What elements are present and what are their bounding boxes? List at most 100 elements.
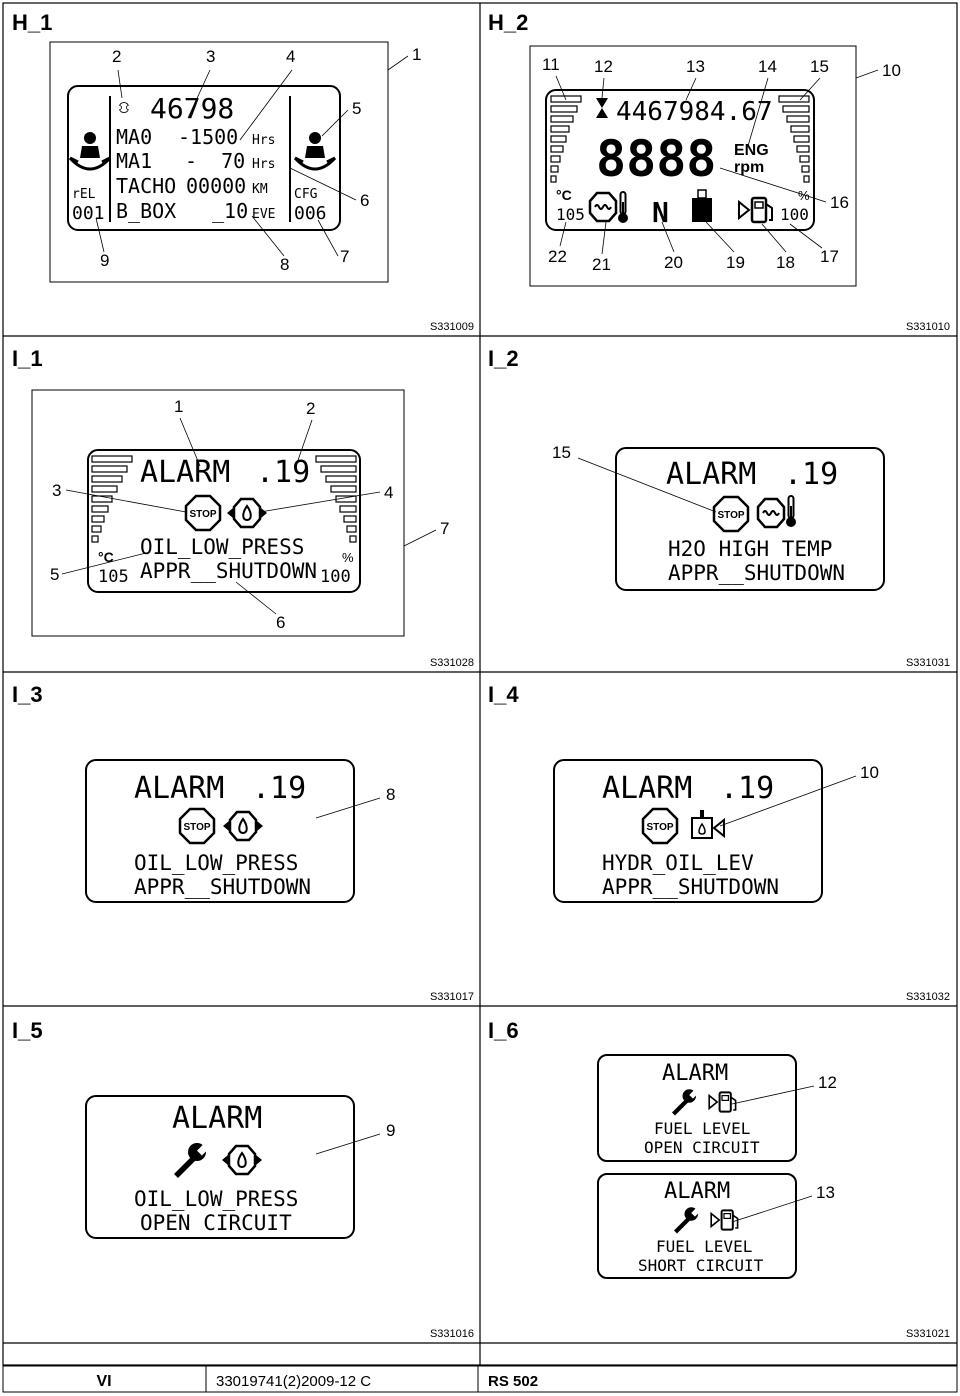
display-text: H2O HIGH TEMP bbox=[668, 537, 832, 561]
bar-scale-right bbox=[315, 455, 357, 543]
display-text: OIL_LOW_PRESS bbox=[134, 851, 298, 875]
lcd-screen bbox=[87, 449, 361, 593]
panel-h2: H_2 4467984.67 8888 ENG rpm °C 105 N % bbox=[488, 10, 950, 333]
display-text: ALARM bbox=[134, 771, 224, 806]
callout-number: 7 bbox=[440, 519, 449, 538]
panel-i5: I_5 ALARM OIL_LOW_PRESS OPEN CIRCUIT 9 S… bbox=[12, 1018, 474, 1340]
lcd-screen bbox=[85, 1095, 355, 1239]
figure-code: S331032 bbox=[906, 991, 950, 1003]
callout-number: 14 bbox=[758, 57, 777, 76]
fuel-tank-icon bbox=[692, 189, 712, 222]
callout-number: 21 bbox=[592, 255, 611, 274]
display-text: 100 bbox=[320, 567, 351, 587]
footer-doc-number: 33019741(2)2009-12 C bbox=[216, 1373, 371, 1390]
panel-i2: I_2 ALARM .19 H2O HIGH TEMP APPR__SHUTDO… bbox=[488, 346, 950, 669]
display-text: ALARM bbox=[172, 1101, 262, 1136]
display-text: SHORT CIRCUIT bbox=[638, 1256, 764, 1275]
display-text: APPR__SHUTDOWN bbox=[140, 559, 317, 583]
display-text: APPR__SHUTDOWN bbox=[668, 561, 845, 585]
panel-tag: I_1 bbox=[12, 346, 43, 371]
callout-number: 5 bbox=[352, 99, 361, 118]
stop-icon bbox=[712, 495, 750, 533]
display-text: ENG bbox=[734, 142, 769, 159]
callout-number: 15 bbox=[552, 443, 571, 462]
callout-number: 9 bbox=[386, 1121, 395, 1140]
panel-i3: I_3 ALARM .19 OIL_LOW_PRESS APPR__SHUTDO… bbox=[12, 682, 474, 1003]
callout-number: 8 bbox=[386, 785, 395, 804]
display-text: TACHO bbox=[116, 174, 176, 198]
display-text: OIL_LOW_PRESS bbox=[140, 535, 304, 559]
display-text: EVE bbox=[252, 207, 275, 222]
display-text: % bbox=[798, 188, 810, 203]
display-text: 4467984.67 bbox=[616, 97, 773, 127]
display-text: OPEN CIRCUIT bbox=[140, 1211, 292, 1235]
display-text: Hrs bbox=[252, 133, 275, 148]
bar-scale-right bbox=[778, 95, 810, 183]
figure-code: S331016 bbox=[430, 1328, 474, 1340]
display-text: 006 bbox=[294, 203, 327, 224]
figure-code: S331021 bbox=[906, 1328, 950, 1340]
stop-icon bbox=[178, 807, 216, 845]
thermometer-icon bbox=[617, 191, 629, 224]
callout-number: 10 bbox=[882, 61, 901, 80]
figure-code: S331010 bbox=[906, 321, 950, 333]
figure-code: S331017 bbox=[430, 991, 474, 1003]
display-text: .19 bbox=[720, 771, 774, 806]
callout-number: 18 bbox=[776, 253, 795, 272]
display-text: ALARM bbox=[664, 1179, 730, 1204]
footer-model: RS 502 bbox=[488, 1373, 538, 1390]
display-text: 8888 bbox=[596, 130, 716, 188]
thermometer-icon bbox=[785, 495, 797, 528]
display-text: .19 bbox=[256, 455, 310, 490]
display-text: °C bbox=[98, 549, 114, 565]
panel-tag: H_1 bbox=[12, 10, 52, 35]
callout-number: 4 bbox=[384, 483, 393, 502]
panel-tag: I_6 bbox=[488, 1018, 519, 1043]
callout-number: 16 bbox=[830, 193, 849, 212]
lcd-screen bbox=[85, 759, 355, 903]
display-text: APPR__SHUTDOWN bbox=[134, 875, 311, 899]
display-text: 001 bbox=[72, 203, 105, 224]
display-text: 00000 bbox=[186, 174, 246, 198]
figure-code: S331031 bbox=[906, 657, 950, 669]
display-text: KM bbox=[252, 182, 268, 197]
callout-number: 17 bbox=[820, 247, 839, 266]
lcd-screen bbox=[597, 1173, 797, 1279]
callout-number: 4 bbox=[286, 47, 295, 66]
callout-number: 20 bbox=[664, 253, 683, 272]
callout-number: 6 bbox=[360, 191, 369, 210]
display-text: % bbox=[342, 550, 354, 565]
panel-tag: I_4 bbox=[488, 682, 519, 707]
water-temp-icon bbox=[588, 191, 618, 223]
panel-tag: I_2 bbox=[488, 346, 519, 371]
panel-tag: H_2 bbox=[488, 10, 528, 35]
display-text: _10 bbox=[212, 199, 248, 223]
callout-number: 12 bbox=[818, 1073, 837, 1092]
lcd-screen bbox=[545, 89, 815, 231]
panel-tag: I_5 bbox=[12, 1018, 43, 1043]
figure-code: S331028 bbox=[430, 657, 474, 669]
stop-icon bbox=[184, 494, 222, 532]
callout-number: 19 bbox=[726, 253, 745, 272]
display-text: FUEL LEVEL bbox=[654, 1119, 750, 1138]
stop-icon bbox=[641, 807, 679, 845]
display-text: rEL bbox=[72, 187, 96, 202]
display-text: - 70 bbox=[185, 149, 245, 173]
lcd-screen bbox=[67, 85, 341, 231]
display-text: ALARM bbox=[666, 457, 756, 492]
display-text: MA1 bbox=[116, 149, 152, 173]
callout-number: 7 bbox=[340, 247, 349, 266]
lcd-screen bbox=[553, 759, 823, 903]
display-text: OPEN CIRCUIT bbox=[644, 1138, 760, 1157]
display-text: ALARM bbox=[662, 1061, 728, 1086]
display-text: °C bbox=[556, 187, 572, 203]
footer: VI 33019741(2)2009-12 C RS 502 bbox=[2, 1365, 958, 1393]
callout-number: 6 bbox=[276, 613, 285, 632]
callout-number: 3 bbox=[206, 47, 215, 66]
display-text: OIL_LOW_PRESS bbox=[134, 1187, 298, 1211]
water-temp-icon bbox=[756, 497, 786, 529]
display-text: ALARM bbox=[602, 771, 692, 806]
callout-number: 15 bbox=[810, 57, 829, 76]
panel-tag: I_3 bbox=[12, 682, 43, 707]
callout-number: 8 bbox=[280, 255, 289, 274]
